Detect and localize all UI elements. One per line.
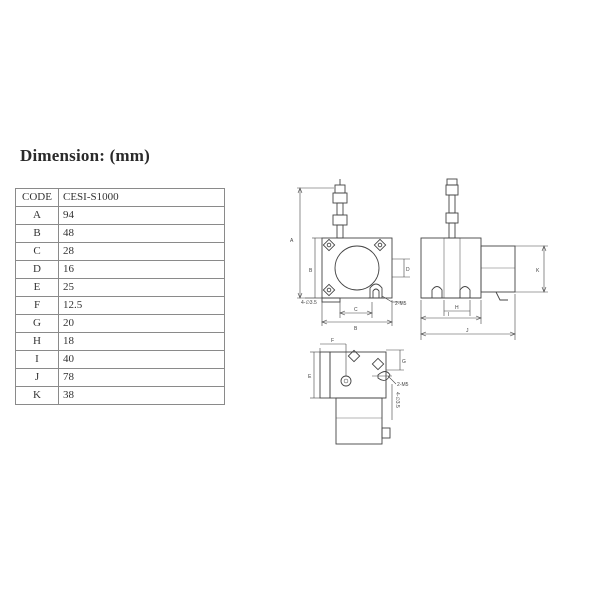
- dim-i: [420, 300, 482, 324]
- table-row: K 38: [15, 386, 225, 405]
- dim-f: [319, 343, 347, 376]
- label-k: K: [536, 268, 540, 274]
- side-bottom-mounts: [421, 286, 481, 299]
- bottom-screw-hole: [340, 375, 352, 387]
- label-f: F: [331, 338, 334, 344]
- side-shaft-rod-lower: [448, 222, 456, 239]
- side-view: [420, 178, 548, 340]
- label-side-spec: 4-∅3.5: [394, 392, 400, 408]
- front-connector: [368, 283, 384, 299]
- dim-g: [386, 349, 404, 371]
- table-row: C 28: [15, 242, 225, 261]
- row-value: 38: [58, 386, 225, 405]
- front-shaft-nut-lower: [332, 214, 348, 226]
- front-shaft-rod: [336, 202, 344, 216]
- side-drum-housing: [480, 245, 516, 293]
- bottom-nut: [347, 349, 361, 363]
- screw-leader: [381, 295, 393, 303]
- table-row: I 40: [15, 350, 225, 369]
- dim-h: [443, 300, 471, 316]
- label-h: H: [455, 305, 459, 311]
- label-e: E: [308, 374, 312, 380]
- table-header-row: CODE CESI-S1000: [15, 188, 225, 207]
- side-shaft-cap: [446, 178, 458, 186]
- front-shaft-rod-lower: [336, 224, 344, 239]
- side-shaft-nut-lower: [445, 212, 459, 224]
- dim-k: [515, 245, 548, 293]
- dim-e: [310, 351, 320, 399]
- bottom-drum: [335, 397, 383, 445]
- label-g: G: [402, 359, 406, 365]
- front-mount-holes: [322, 238, 387, 297]
- header-model: CESI-S1000: [58, 188, 225, 207]
- dimension-table: CODE CESI-S1000 A 94 B 48 C 28 D 16 E 25…: [15, 188, 225, 405]
- front-flange: [321, 297, 341, 303]
- dim-c: [339, 302, 373, 318]
- table-row: A 94: [15, 206, 225, 225]
- side-shaft-rod: [448, 194, 456, 214]
- front-shaft-cap: [334, 184, 346, 194]
- bottom-left-bracket: [319, 351, 331, 399]
- bottom-view: [310, 343, 404, 445]
- dim-d: [392, 258, 410, 278]
- front-view: [297, 179, 410, 326]
- side-connector: [495, 291, 508, 301]
- label-screw-front: 2-M5: [395, 301, 407, 307]
- label-a: A: [290, 238, 294, 244]
- front-body: [321, 237, 393, 299]
- dim-b: [312, 237, 393, 326]
- label-hole-spec: 4-∅3.5: [301, 300, 317, 306]
- label-c: C: [354, 307, 358, 313]
- dim-j: [420, 294, 516, 340]
- bottom-connector: [372, 371, 392, 381]
- label-b-side: B: [309, 268, 313, 274]
- front-drum: [334, 245, 380, 291]
- table-row: D 16: [15, 260, 225, 279]
- bottom-tab: [381, 427, 391, 439]
- label-j: J: [466, 328, 469, 334]
- label-screw-bottom: 2-M5: [397, 382, 409, 388]
- table-row: F 12.5: [15, 296, 225, 315]
- front-shaft-nut: [332, 192, 348, 204]
- table-row: E 25: [15, 278, 225, 297]
- side-body: [420, 237, 482, 299]
- label-d: D: [406, 267, 410, 273]
- label-i: I: [448, 312, 449, 318]
- dim-a: [297, 187, 334, 299]
- page-title: Dimension: (mm): [20, 146, 151, 165]
- side-shaft-nut: [445, 184, 459, 196]
- table-row: J 78: [15, 368, 225, 387]
- label-b: B: [354, 326, 358, 332]
